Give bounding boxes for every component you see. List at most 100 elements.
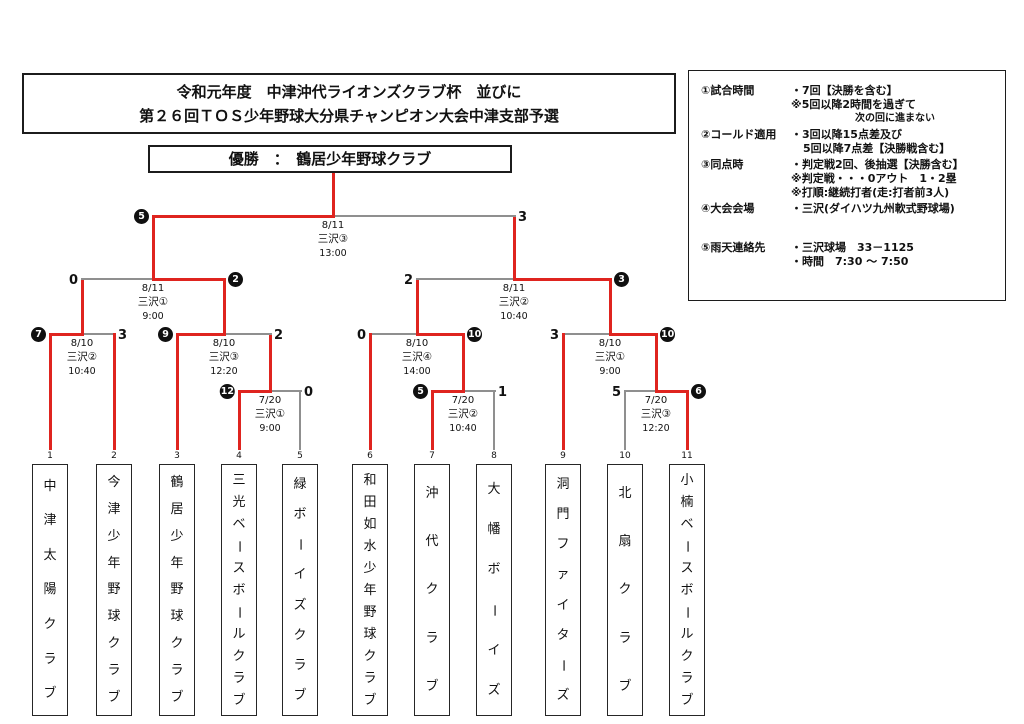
rule-text: ・7回【決勝を含む】	[791, 84, 898, 97]
team-name-char: 年	[170, 555, 184, 571]
team-name-char: ー	[679, 605, 695, 619]
match-f-right-score: 3	[518, 210, 528, 225]
team-name-char: ボ	[680, 582, 694, 598]
team-9-seed-label: 9	[560, 451, 566, 461]
match-f-time: 13:00	[319, 248, 347, 259]
team-4-seed-label: 4	[236, 451, 242, 461]
team-5-box: 緑ボーイズクラブ	[282, 464, 318, 716]
rule-text: ※打順:継続打者(走:打者前3人)	[791, 186, 950, 199]
team-name-char: ズ	[556, 688, 570, 704]
rule-label-rain-contact: ⑤雨天連絡先	[701, 241, 766, 254]
match-r1c-bar-left	[623, 390, 656, 392]
match-s1-left-score: 0	[68, 273, 78, 288]
match-r1c-advance-line	[654, 333, 658, 393]
team-name-char: ブ	[425, 679, 439, 695]
match-q1-date: 8/10	[70, 338, 94, 349]
match-q3-right-score: 10	[467, 327, 483, 342]
team-7-box: 沖代クラブ	[414, 464, 450, 716]
team-2-seed-label: 2	[111, 451, 117, 461]
match-s1-right-score: 2	[228, 272, 243, 287]
match-s1-bar-left	[80, 278, 153, 280]
team-name-char: 球	[363, 626, 377, 642]
team-name-char: 如	[363, 516, 377, 532]
team-name-char: ブ	[107, 689, 121, 705]
team-name-char: ク	[232, 648, 246, 664]
team-10-box: 北扇クラブ	[607, 464, 643, 716]
match-q4-date: 8/10	[598, 338, 622, 349]
rule-item-cold-game: ②コールド適用 ・3回以降15点差及び 5回以降7点差【決勝戦含む】	[701, 128, 997, 156]
team-name-char: ー	[231, 605, 247, 619]
team-name-char: ブ	[680, 692, 694, 708]
team-name-char: 和	[363, 472, 377, 488]
team-name-char: ラ	[425, 630, 439, 646]
match-r1c-date: 7/20	[644, 395, 668, 406]
team-name-char: ラ	[680, 670, 694, 686]
team-8-seed-label: 8	[491, 451, 497, 461]
match-r1b-date: 7/20	[451, 395, 475, 406]
rules-panel: ①試合時間 ・7回【決勝を含む】 ※5回以降2時間を過ぎて 次の回に進まない ②…	[688, 70, 1006, 301]
match-s1-advance-line	[151, 215, 155, 281]
team-name-char: ラ	[232, 670, 246, 686]
team-name-char: 幡	[487, 521, 501, 537]
tournament-title-box: 令和元年度 中津沖代ライオンズクラブ杯 並びに 第２６回ＴＯＳ少年野球大分県チャ…	[22, 73, 676, 134]
team-6-line	[368, 333, 372, 450]
team-10-line	[624, 390, 626, 450]
match-r1b-bar-right	[463, 390, 496, 392]
team-name-char: 少	[363, 560, 377, 576]
team-name-char: ー	[679, 539, 695, 553]
team-name-char: 津	[107, 501, 121, 517]
team-name-char: ク	[293, 627, 307, 643]
match-r1b-venue: 三沢②	[447, 408, 479, 420]
match-s2-time: 10:40	[500, 311, 528, 322]
match-r1a-advance-line	[268, 333, 272, 393]
team-name-char: ラ	[107, 663, 121, 679]
match-r1b-info: 7/20 三沢② 10:40	[415, 390, 511, 434]
team-name-char: ブ	[232, 692, 246, 708]
rule-text: ※判定戦・・・0アウト 1・2塁	[791, 172, 957, 185]
team-11-box: 小楠ベースボールクラブ	[669, 464, 705, 716]
team-name-char: ラ	[293, 658, 307, 674]
team-4-box: 三光ベースボールクラブ	[221, 464, 257, 716]
team-name-char: ブ	[618, 679, 632, 695]
team-name-char: 大	[487, 481, 501, 497]
match-f-left-score: 5	[134, 209, 149, 224]
match-q3-left-score: 0	[356, 328, 366, 343]
match-q3-bar-left	[368, 333, 417, 335]
team-8-box: 大幡ボーイズ	[476, 464, 512, 716]
match-q4-bar-right	[610, 333, 658, 336]
match-q3-venue: 三沢④	[401, 351, 433, 363]
match-r1c-right-score: 6	[691, 384, 706, 399]
match-s1-venue: 三沢①	[137, 296, 169, 308]
team-name-char: 年	[107, 555, 121, 571]
rule-label-venue: ④大会会場	[701, 202, 755, 215]
match-q4-left-score: 3	[549, 328, 559, 343]
match-q3-date: 8/10	[405, 338, 429, 349]
champion-text: 優勝 ： 鶴居少年野球クラブ	[228, 150, 432, 168]
team-name-char: ブ	[293, 688, 307, 704]
match-q1-bar-right	[82, 333, 116, 335]
team-9-box: 洞門ファイターズ	[545, 464, 581, 716]
team-1-line	[48, 333, 52, 450]
team-name-char: ク	[363, 648, 377, 664]
team-name-char: ク	[170, 636, 184, 652]
team-name-char: 陽	[43, 582, 57, 598]
rule-item-game-time: ①試合時間 ・7回【決勝を含む】 ※5回以降2時間を過ぎて 次の回に進まない	[701, 84, 997, 126]
match-r1c-time: 12:20	[642, 423, 670, 434]
champion-box: 優勝 ： 鶴居少年野球クラブ	[148, 145, 512, 173]
match-q1-left-score: 7	[31, 327, 46, 342]
rule-label-cold-game: ②コールド適用	[701, 128, 777, 141]
rule-label-tie: ③同点時	[701, 158, 744, 171]
match-r1b-time: 10:40	[449, 423, 477, 434]
team-name-char: 少	[170, 528, 184, 544]
team-name-char: 沖	[425, 485, 439, 501]
team-name-char: ァ	[556, 567, 570, 583]
team-name-char: 門	[556, 506, 570, 522]
team-name-char: 鶴	[170, 474, 184, 490]
team-name-char: ラ	[43, 651, 57, 667]
team-name-char: ボ	[293, 506, 307, 522]
match-q3-bar-right	[417, 333, 465, 336]
match-s2-right-score: 3	[614, 272, 629, 287]
